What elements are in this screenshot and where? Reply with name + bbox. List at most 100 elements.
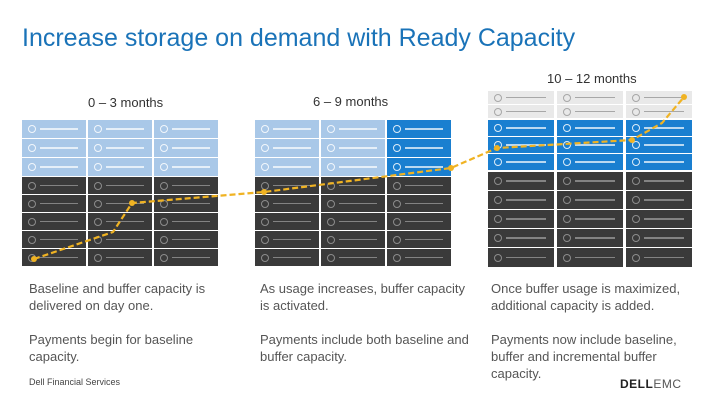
baseline-slot (387, 213, 451, 230)
footer-company-name: Dell Financial Services (29, 377, 121, 387)
buffer-slot-activated (626, 154, 692, 170)
phase-1-description-1: Baseline and buffer capacity is delivere… (29, 281, 206, 313)
baseline-slot (626, 248, 692, 267)
baseline-slot (488, 210, 554, 228)
baseline-slot (154, 249, 218, 266)
baseline-slot (321, 249, 385, 266)
baseline-slot (255, 213, 319, 230)
buffer-slot-activated (626, 137, 692, 153)
trend-point (448, 165, 454, 171)
baseline-slot (626, 229, 692, 247)
incremental-slot (626, 91, 692, 104)
buffer-slot (255, 120, 319, 138)
buffer-slot-activated (557, 154, 623, 170)
buffer-slot-activated (488, 120, 554, 136)
phase-3-description-2: Payments now include baseline, buffer an… (491, 332, 677, 381)
buffer-slot-activated (387, 120, 451, 138)
baseline-slot (22, 177, 86, 194)
baseline-slot (88, 177, 152, 194)
baseline-slot (255, 195, 319, 212)
baseline-slot (488, 191, 554, 209)
rack-column (387, 120, 451, 270)
incremental-slot (488, 91, 554, 104)
buffer-slot (88, 139, 152, 157)
baseline-slot (321, 195, 385, 212)
baseline-slot (255, 177, 319, 194)
buffer-slot (22, 158, 86, 176)
page-title: Increase storage on demand with Ready Ca… (22, 24, 576, 52)
phase-3-period: 10 – 12 months (547, 71, 637, 86)
buffer-slot (154, 158, 218, 176)
baseline-slot (387, 249, 451, 266)
rack-column (154, 120, 218, 270)
baseline-slot (387, 231, 451, 248)
baseline-slot (255, 249, 319, 266)
rack-column (321, 120, 385, 270)
baseline-slot (557, 229, 623, 247)
buffer-slot (22, 139, 86, 157)
rack-column (488, 91, 554, 270)
dell-emc-logo: DELLEMC (620, 377, 682, 391)
logo-text: DELL (620, 377, 654, 391)
incremental-slot (557, 91, 623, 104)
baseline-slot (22, 231, 86, 248)
incremental-slot (488, 105, 554, 118)
buffer-slot (22, 120, 86, 138)
trend-point (31, 256, 37, 262)
baseline-slot (557, 172, 623, 190)
baseline-slot (488, 229, 554, 247)
trend-point (629, 137, 635, 143)
phase-3-description-1: Once buffer usage is maximized, addition… (491, 281, 681, 313)
storage-rack-phase-2 (255, 120, 451, 270)
buffer-slot (88, 120, 152, 138)
buffer-slot-activated (626, 120, 692, 136)
rack-column (22, 120, 86, 270)
phase-1-period: 0 – 3 months (88, 95, 164, 110)
phase-2-description-2: Payments include both baseline and buffe… (260, 332, 469, 364)
baseline-slot (154, 177, 218, 194)
baseline-slot (557, 210, 623, 228)
baseline-slot (255, 231, 319, 248)
trend-point (681, 94, 687, 100)
baseline-slot (321, 213, 385, 230)
buffer-slot (154, 120, 218, 138)
baseline-slot (22, 213, 86, 230)
baseline-slot (626, 191, 692, 209)
buffer-slot (88, 158, 152, 176)
buffer-slot-activated (488, 154, 554, 170)
baseline-slot (22, 195, 86, 212)
rack-column (88, 120, 152, 270)
storage-rack-phase-1 (22, 120, 218, 270)
buffer-slot (321, 158, 385, 176)
baseline-slot (88, 195, 152, 212)
buffer-slot (154, 139, 218, 157)
baseline-slot (626, 172, 692, 190)
trend-point (129, 200, 135, 206)
baseline-slot (557, 248, 623, 267)
phase-1-description-2: Payments begin for baseline capacity. (29, 332, 194, 364)
trend-point (494, 145, 500, 151)
buffer-slot (321, 120, 385, 138)
buffer-slot (255, 158, 319, 176)
phase-2-period: 6 – 9 months (313, 94, 389, 109)
buffer-slot (255, 139, 319, 157)
baseline-slot (626, 210, 692, 228)
baseline-slot (557, 191, 623, 209)
phase-2-description-1: As usage increases, buffer capacity is a… (260, 281, 465, 313)
baseline-slot (488, 172, 554, 190)
baseline-slot (88, 249, 152, 266)
trend-point (261, 189, 267, 195)
rack-column (557, 91, 623, 270)
buffer-slot-activated (387, 139, 451, 157)
rack-column (255, 120, 319, 270)
baseline-slot (387, 177, 451, 194)
baseline-slot (88, 213, 152, 230)
baseline-slot (154, 213, 218, 230)
baseline-slot (321, 231, 385, 248)
buffer-slot-activated (557, 120, 623, 136)
baseline-slot (387, 195, 451, 212)
buffer-slot-activated (387, 158, 451, 176)
rack-column (626, 91, 692, 270)
buffer-slot (321, 139, 385, 157)
